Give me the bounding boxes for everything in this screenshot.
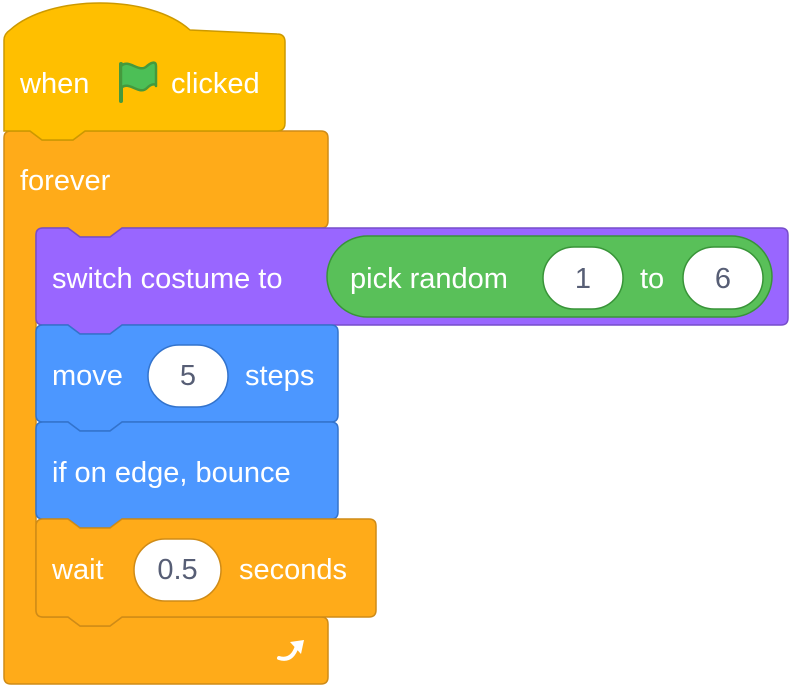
- hat-when-label: when: [19, 68, 89, 100]
- random-to-value: 6: [715, 263, 731, 295]
- switch-costume-label: switch costume to: [52, 263, 282, 295]
- when-flag-clicked-block[interactable]: when clicked: [3, 2, 286, 141]
- if-on-edge-bounce-block[interactable]: if on edge, bounce: [35, 421, 339, 529]
- green-flag-icon: [119, 61, 158, 103]
- steps-value: 5: [180, 360, 196, 392]
- move-label: move: [52, 360, 123, 392]
- switch-costume-block[interactable]: switch costume to pick random 1 to 6: [35, 227, 789, 335]
- random-from-input[interactable]: [542, 246, 624, 310]
- wait-seconds-block[interactable]: wait 0.5 seconds: [35, 518, 377, 627]
- forever-label: forever: [20, 165, 111, 197]
- wait-label: wait: [51, 554, 104, 586]
- hat-clicked-label: clicked: [171, 68, 260, 100]
- forever-block[interactable]: forever: [3, 130, 329, 685]
- pick-random-reporter[interactable]: pick random 1 to 6: [326, 235, 773, 318]
- random-from-value: 1: [575, 263, 591, 295]
- random-to-input[interactable]: [682, 246, 764, 310]
- loop-arrow-icon: [277, 640, 304, 661]
- random-to-label: to: [640, 263, 664, 295]
- seconds-label: seconds: [239, 554, 347, 586]
- bounce-label: if on edge, bounce: [52, 457, 291, 489]
- seconds-input[interactable]: [133, 538, 222, 602]
- pick-random-label: pick random: [350, 263, 508, 295]
- steps-label: steps: [245, 360, 314, 392]
- move-steps-block[interactable]: move 5 steps: [35, 324, 339, 432]
- steps-input[interactable]: [147, 344, 229, 408]
- seconds-value: 0.5: [157, 554, 197, 586]
